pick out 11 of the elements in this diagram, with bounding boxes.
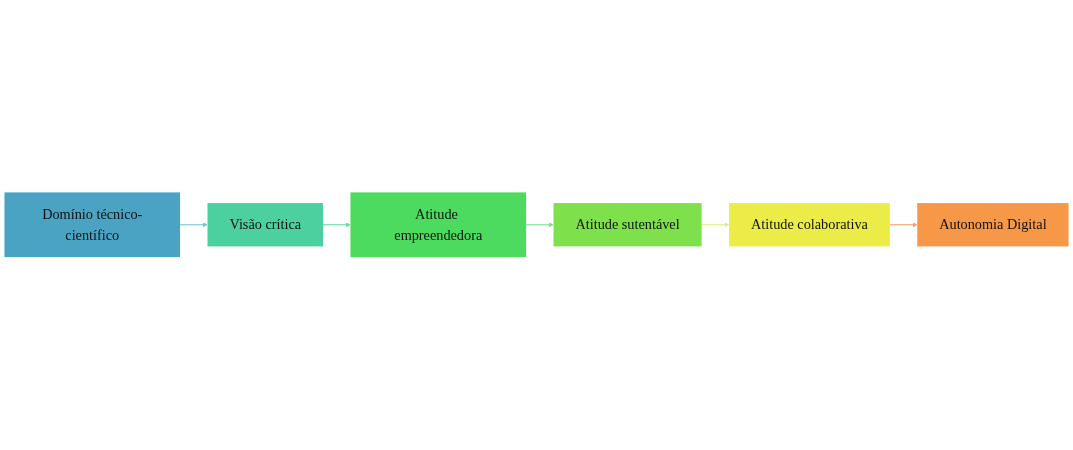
arrow <box>525 222 554 228</box>
arrow <box>179 222 208 228</box>
node-box: Visão crítica <box>207 203 324 247</box>
node-box: Domínio técnico-científico <box>4 192 181 258</box>
arrow <box>322 222 351 228</box>
node-box: Atitude sutentável <box>553 203 702 247</box>
node-box: Atitude colaborativa <box>729 203 890 247</box>
arrow <box>701 222 730 228</box>
arrow <box>889 222 918 228</box>
node-box: Autonomia Digital <box>917 203 1069 247</box>
node-box: Atitude empreendedora <box>350 192 527 258</box>
